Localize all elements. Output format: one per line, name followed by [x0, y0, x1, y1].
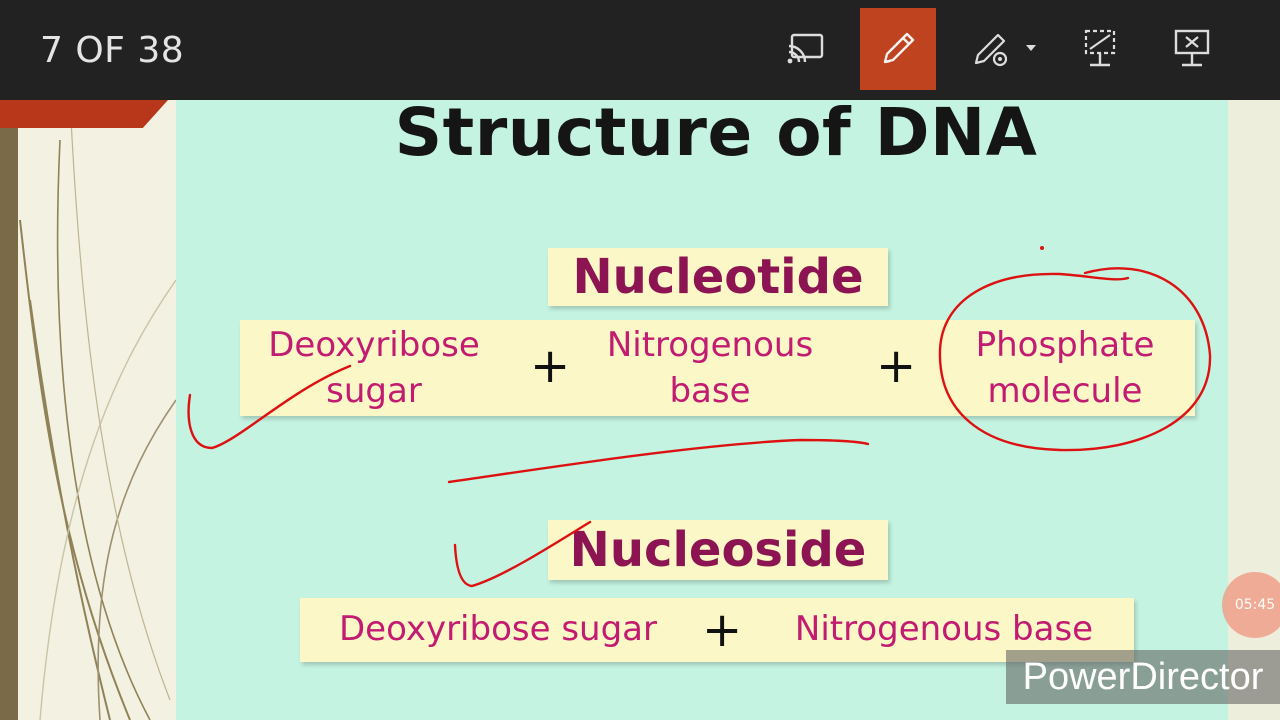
slide-title: Structure of DNA	[394, 94, 1038, 171]
nucleoside-heading: Nucleoside	[548, 520, 888, 580]
nucleotide-part-phosphate: Phosphate molecule	[940, 322, 1190, 414]
nucleotide-part-sugar-line2: sugar	[326, 371, 422, 411]
plus-sign: +	[530, 338, 571, 394]
plus-sign: +	[702, 602, 743, 658]
recording-timer: 05:45	[1222, 572, 1280, 638]
slide-accent-bar	[0, 100, 168, 128]
nucleotide-part-phosphate-line2: molecule	[987, 371, 1143, 411]
pen-icon	[883, 32, 915, 64]
nucleotide-part-base-line1: Nitrogenous	[606, 325, 814, 365]
decorative-lines	[19, 100, 176, 720]
nucleotide-part-base-line2: base	[669, 371, 751, 411]
nucleoside-formula: Deoxyribose sugar + Nitrogenous base	[300, 598, 1134, 662]
nucleoside-part-base: Nitrogenous base	[794, 609, 1094, 649]
nucleotide-heading: Nucleotide	[548, 248, 888, 306]
nucleotide-part-base: Nitrogenous base	[580, 322, 840, 414]
cast-button[interactable]	[768, 8, 844, 90]
laser-pointer-button[interactable]	[1062, 8, 1138, 90]
nucleotide-formula: Deoxyribose sugar + Nitrogenous base + P…	[240, 320, 1195, 416]
slide-left-panel	[0, 100, 176, 720]
pen-tool-button[interactable]	[860, 8, 936, 90]
nucleotide-part-sugar-line1: Deoxyribose	[268, 325, 480, 365]
laser-pointer-icon	[1084, 29, 1116, 67]
nucleoside-part-sugar: Deoxyribose sugar	[338, 609, 657, 649]
exit-presentation-icon	[1174, 29, 1210, 67]
watermark: PowerDirector	[1006, 650, 1280, 704]
nucleotide-part-sugar: Deoxyribose sugar	[240, 322, 508, 414]
exit-presentation-button[interactable]	[1154, 8, 1230, 90]
plus-sign: +	[876, 338, 917, 394]
pen-settings-button[interactable]	[962, 8, 1044, 90]
pen-settings-icon	[974, 33, 1036, 67]
nucleotide-part-phosphate-line1: Phosphate	[975, 325, 1155, 365]
slide-counter: 7 OF 38	[40, 30, 185, 71]
cast-icon	[787, 33, 824, 64]
presentation-toolbar: 7 OF 38	[0, 0, 1280, 100]
